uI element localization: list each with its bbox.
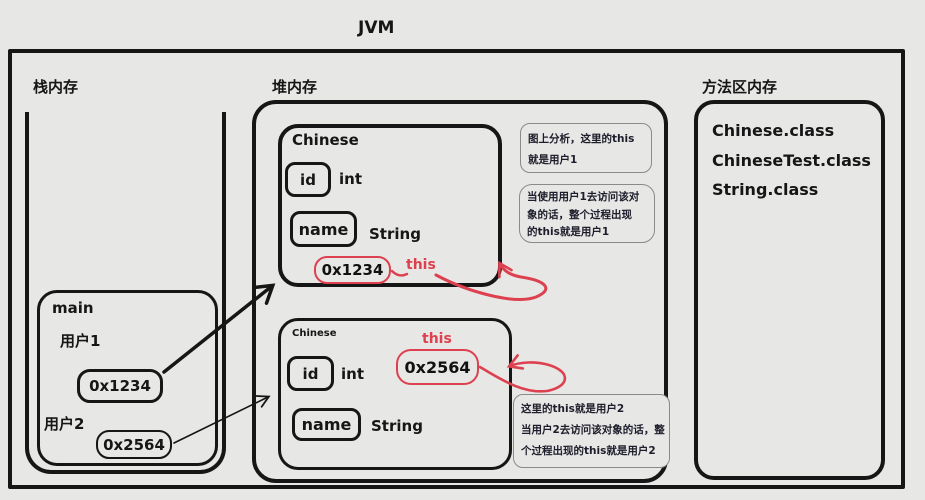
object2-field-name-type: String <box>371 417 423 435</box>
object1-class-name: Chinese <box>292 131 359 149</box>
object1-field-name: name <box>290 211 357 247</box>
object1-field-id: id <box>285 162 331 197</box>
var-user1-value: 0x1234 <box>77 369 163 403</box>
method-area-label: 方法区内存 <box>702 78 778 96</box>
note-this-is-user1: 图上分析，这里的this 就是用户1 <box>520 123 652 173</box>
object1-field-id-type: int <box>339 170 362 188</box>
heap-memory-label: 堆内存 <box>272 78 318 96</box>
object2-field-id-type: int <box>341 365 364 383</box>
object2-field-name: name <box>292 408 361 441</box>
note-user1-access: 当使用用户1去访问该对 象的话，整个过程出现 的this就是用户1 <box>519 184 655 243</box>
class-entry: String.class <box>712 180 819 199</box>
heap-object-2: Chinese id int name String this 0x2564 <box>278 318 512 470</box>
method-area-classes: Chinese.class ChineseTest.class String.c… <box>712 116 871 205</box>
heap-object-1: Chinese id int name String 0x1234 this <box>278 124 502 287</box>
main-stack-frame: main 用户1 0x1234 用户2 0x2564 <box>37 290 218 466</box>
jvm-box <box>8 49 905 489</box>
var-user2-label: 用户2 <box>44 415 85 433</box>
object1-this-label: this <box>406 257 436 273</box>
object1-address: 0x1234 <box>314 256 391 284</box>
object2-this-label: this <box>422 331 452 347</box>
class-entry: ChineseTest.class <box>712 150 871 170</box>
class-entry: Chinese.class <box>712 121 835 140</box>
method-area-container: Chinese.class ChineseTest.class String.c… <box>694 100 885 480</box>
stack-memory-label: 栈内存 <box>33 78 79 96</box>
object2-field-id: id <box>287 356 334 391</box>
var-user1-label: 用户1 <box>60 332 101 350</box>
jvm-title: JVM <box>358 18 395 38</box>
note-user2-access: 这里的this就是用户2 当用户2去访问该对象的话，整 个过程出现的this就是… <box>513 394 670 468</box>
main-frame-label: main <box>52 299 94 317</box>
object1-field-name-type: String <box>369 225 421 243</box>
object2-address: 0x2564 <box>396 349 479 385</box>
object2-class-name: Chinese <box>292 328 337 339</box>
var-user2-value: 0x2564 <box>96 430 172 459</box>
